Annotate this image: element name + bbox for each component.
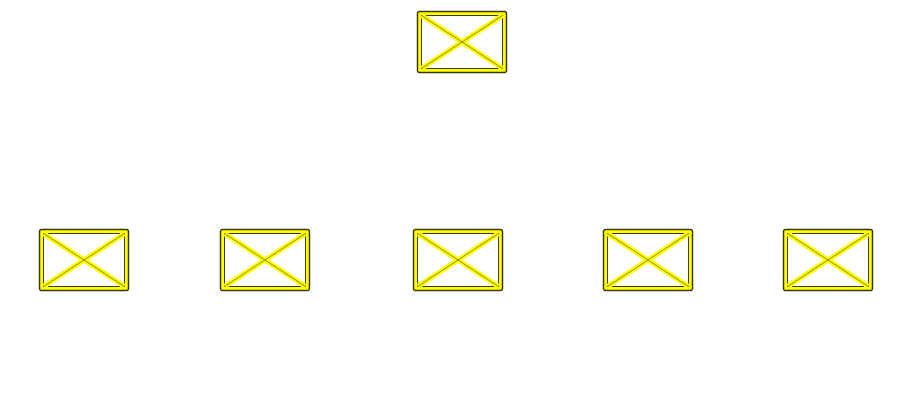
broken-image-placeholder-icon <box>219 228 311 292</box>
tree-node-root[interactable] <box>416 10 508 74</box>
tree-node-child-2[interactable] <box>219 228 311 292</box>
broken-image-placeholder-icon <box>602 228 694 292</box>
tree-node-child-3[interactable] <box>412 228 504 292</box>
broken-image-placeholder-icon <box>412 228 504 292</box>
tree-node-child-4[interactable] <box>602 228 694 292</box>
broken-image-placeholder-icon <box>416 10 508 74</box>
broken-image-placeholder-icon <box>38 228 130 292</box>
tree-node-child-1[interactable] <box>38 228 130 292</box>
tree-node-child-5[interactable] <box>782 228 874 292</box>
broken-image-placeholder-icon <box>782 228 874 292</box>
